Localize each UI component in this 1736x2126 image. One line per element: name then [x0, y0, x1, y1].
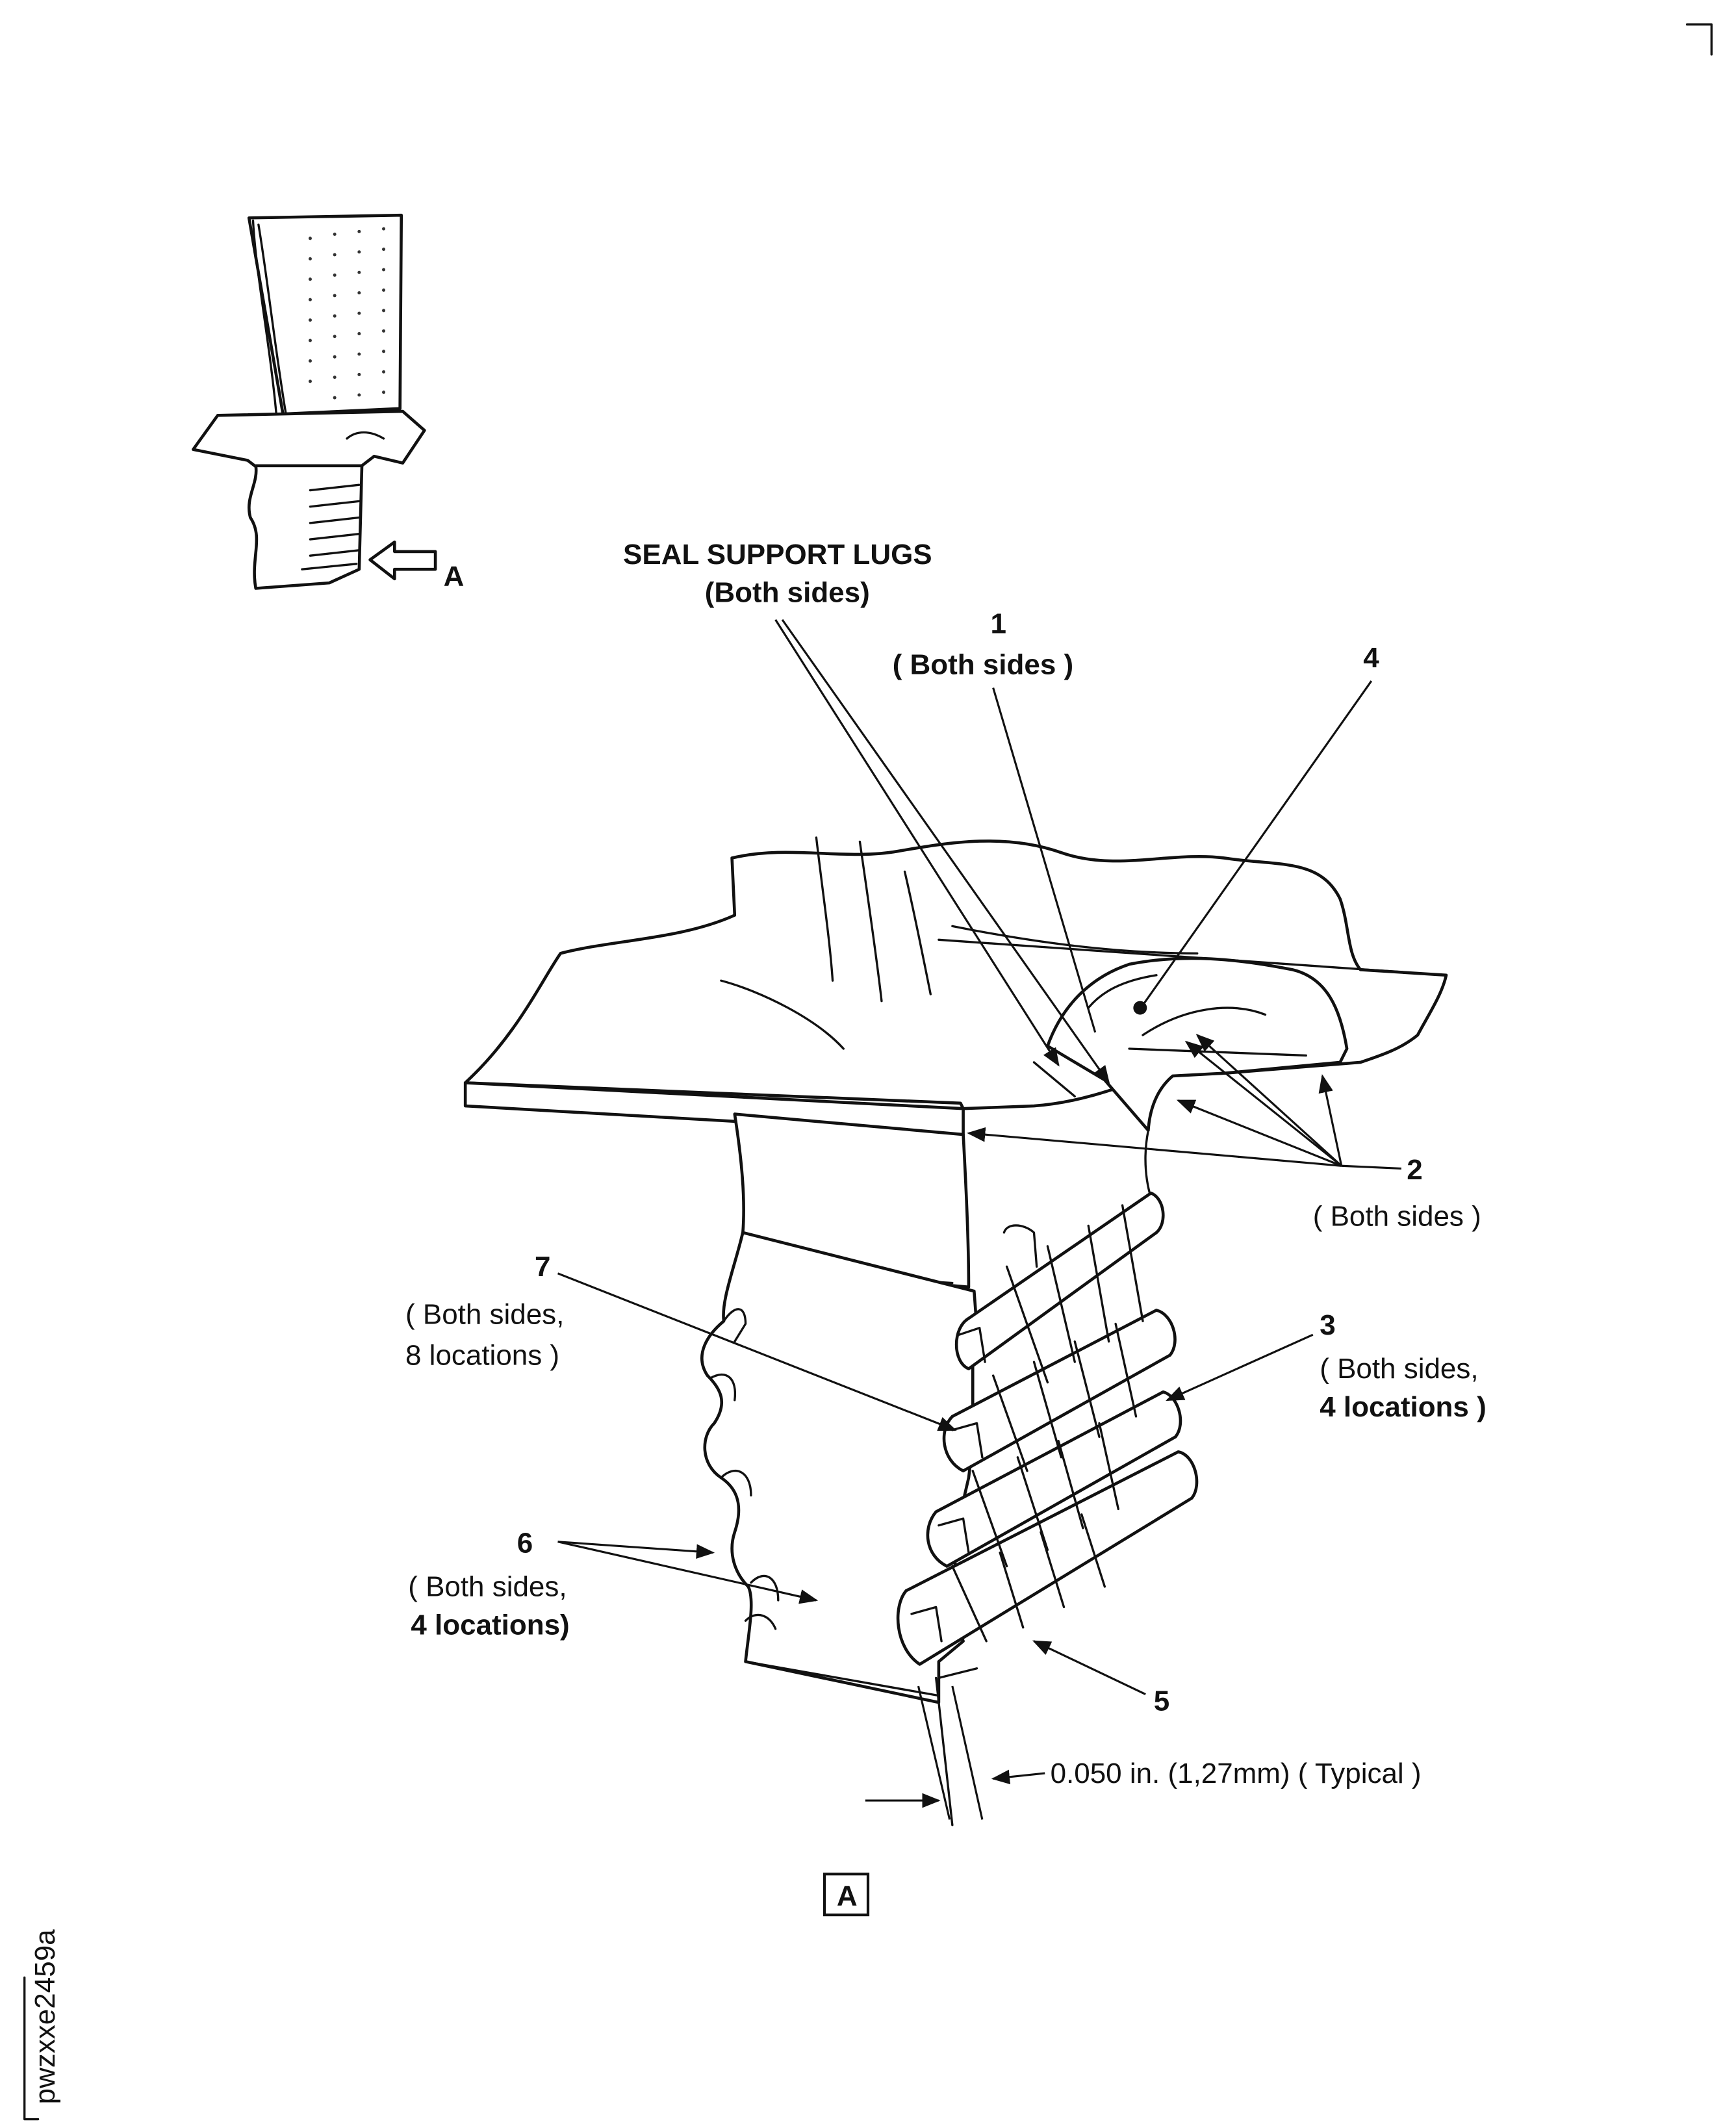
callouts: SEAL SUPPORT LUGS (Both sides) 1 ( Both … — [405, 539, 1487, 1820]
item7-note-line1: ( Both sides, — [405, 1298, 564, 1330]
cooling-holes — [308, 227, 386, 400]
dimension-label: 0.050 in. (1,27mm) ( Typical ) — [1051, 1758, 1422, 1789]
item6-note-line2: 4 locations) — [411, 1609, 569, 1641]
figure-id-text: pwzxxe2459a — [29, 1929, 61, 2105]
item4-number: 4 — [1363, 642, 1379, 674]
item3-number: 3 — [1320, 1309, 1335, 1341]
item1-note: ( Both sides ) — [893, 649, 1073, 681]
seal-support-lugs-note: (Both sides) — [705, 576, 870, 608]
page-corner-mark — [1685, 23, 1713, 56]
item3-note-line1: ( Both sides, — [1320, 1353, 1478, 1385]
item1-number: 1 — [990, 608, 1006, 640]
item7-number: 7 — [535, 1251, 550, 1283]
seal-support-lug — [1046, 956, 1349, 1133]
seal-support-lugs-label: SEAL SUPPORT LUGS — [623, 539, 932, 570]
blade-root — [248, 464, 364, 590]
item5-number: 5 — [1154, 1685, 1169, 1717]
blade-overview: A — [192, 213, 465, 592]
item3-note-line2: 4 locations ) — [1320, 1391, 1487, 1423]
item6-note-line1: ( Both sides, — [408, 1571, 567, 1603]
item2-note: ( Both sides ) — [1313, 1200, 1481, 1232]
item6-number: 6 — [517, 1528, 533, 1559]
figure-id: pwzxxe2459a — [23, 1929, 61, 2121]
view-a-box: A — [823, 1873, 870, 1917]
view-a-hollow-arrow — [368, 540, 437, 581]
item7-note-line2: 8 locations ) — [405, 1339, 559, 1371]
detail-view-a — [463, 836, 1448, 1826]
item2-number: 2 — [1407, 1154, 1422, 1186]
view-a-arrow-letter: A — [444, 560, 465, 592]
view-a-box-letter: A — [837, 1880, 858, 1912]
